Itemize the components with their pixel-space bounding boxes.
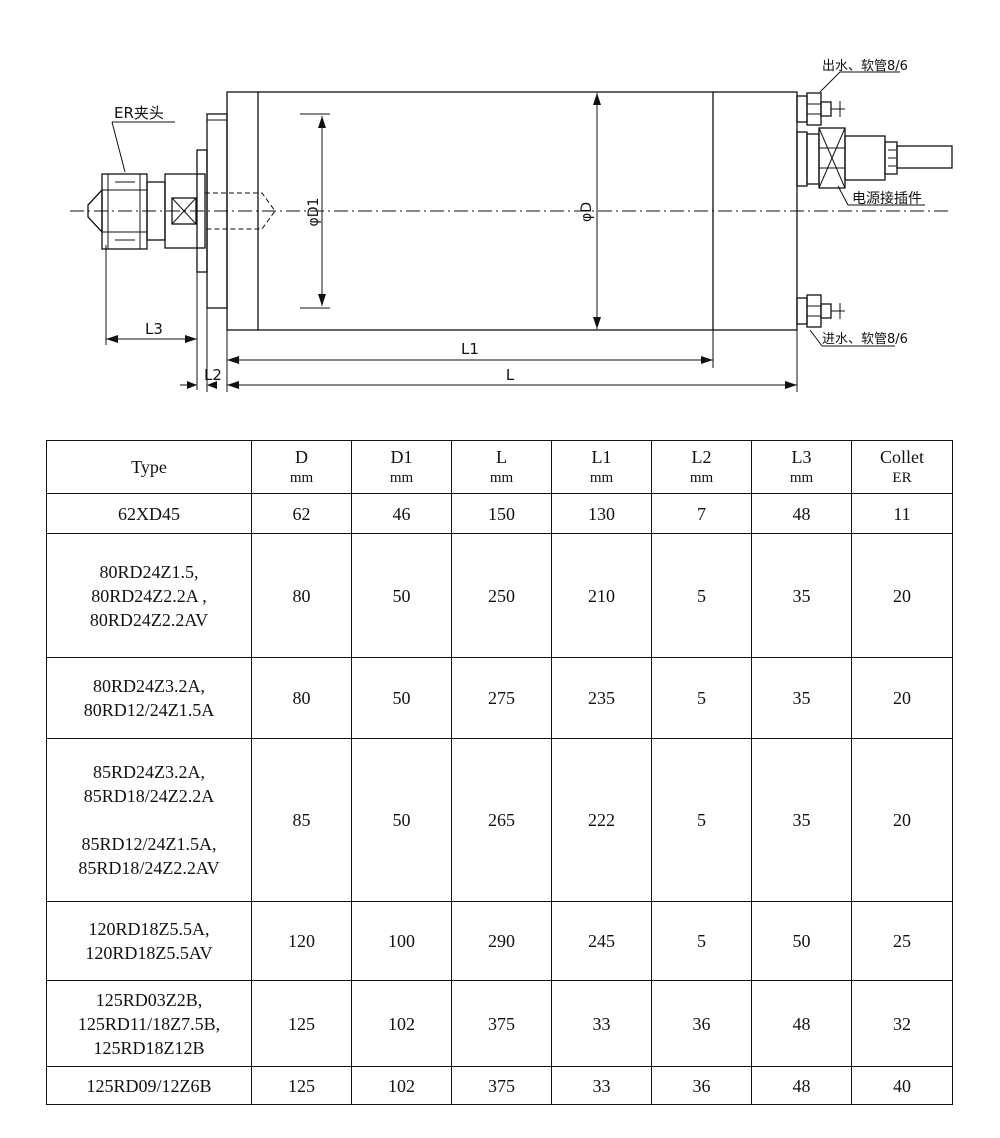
cell-collet: 20 [851, 657, 953, 739]
cell-l1: 245 [551, 901, 652, 981]
cell-l2: 5 [651, 901, 752, 981]
cell-collet: 25 [851, 901, 953, 981]
cell-l3: 48 [751, 980, 852, 1067]
cell-l: 275 [451, 657, 552, 739]
cell-l: 375 [451, 1066, 552, 1105]
spindle-shaft [146, 173, 276, 249]
cell-l: 375 [451, 980, 552, 1067]
dimension-l1: L1 [226, 330, 714, 392]
collet-label: ER夹头 [114, 104, 164, 122]
cell-l1: 33 [551, 980, 652, 1067]
table-row: 85RD24Z3.2A, 85RD18/24Z2.2A 85RD12/24Z1.… [46, 738, 953, 902]
dimension-d: φD [579, 93, 601, 329]
table-row: 120RD18Z5.5A, 120RD18Z5.5AV 120 100 290 … [46, 901, 953, 981]
cell-l1: 235 [551, 657, 652, 739]
spindle-drawing: φD1 φD 出水、软管8/6 进水、软管8/6 [70, 59, 953, 392]
table-row: 80RD24Z3.2A, 80RD12/24Z1.5A 80 50 275 23… [46, 657, 953, 739]
cell-collet: 11 [851, 493, 953, 534]
cell-type: 80RD24Z3.2A, 80RD12/24Z1.5A [46, 657, 252, 739]
dim-l1-label: L1 [461, 340, 479, 358]
cell-l: 290 [451, 901, 552, 981]
cell-l: 250 [451, 533, 552, 658]
cell-d: 62 [251, 493, 352, 534]
cell-d1: 50 [351, 657, 452, 739]
cell-l3: 48 [751, 493, 852, 534]
water-in-fitting [796, 294, 895, 347]
cell-type: 80RD24Z1.5, 80RD24Z2.2A , 80RD24Z2.2AV [46, 533, 252, 658]
cell-l2: 5 [651, 533, 752, 658]
dim-d1-label: φD1 [306, 198, 322, 227]
cell-l: 150 [451, 493, 552, 534]
cell-collet: 40 [851, 1066, 953, 1105]
cell-d: 120 [251, 901, 352, 981]
table-row: 125RD09/12Z6B 125 102 375 33 36 48 40 [46, 1066, 953, 1105]
cell-type: 125RD03Z2B, 125RD11/18Z7.5B, 125RD18Z12B [46, 980, 252, 1067]
dim-l-label: L [506, 366, 515, 384]
cell-l2: 36 [651, 1066, 752, 1105]
cell-type: 120RD18Z5.5A, 120RD18Z5.5AV [46, 901, 252, 981]
cell-d: 85 [251, 738, 352, 902]
water-out-label: 出水、软管8/6 [822, 59, 908, 74]
table-row: 80RD24Z1.5, 80RD24Z2.2A , 80RD24Z2.2AV 8… [46, 533, 953, 658]
cell-d1: 50 [351, 738, 452, 902]
cell-l2: 5 [651, 738, 752, 902]
dimension-l3: L3 [105, 245, 198, 390]
cell-l3: 48 [751, 1066, 852, 1105]
cell-type: 85RD24Z3.2A, 85RD18/24Z2.2A 85RD12/24Z1.… [46, 738, 252, 902]
dim-l3-label: L3 [145, 320, 163, 338]
power-connector [796, 127, 953, 206]
cell-l: 265 [451, 738, 552, 902]
table-row: 125RD03Z2B, 125RD11/18Z7.5B, 125RD18Z12B… [46, 980, 953, 1067]
cell-collet: 20 [851, 738, 953, 902]
cell-l1: 222 [551, 738, 652, 902]
cell-collet: 32 [851, 980, 953, 1067]
cell-l2: 7 [651, 493, 752, 534]
cell-l1: 33 [551, 1066, 652, 1105]
water-out-fitting [796, 71, 900, 126]
table-row: 62XD45 62 46 150 130 7 48 11 [46, 493, 953, 534]
cell-d: 125 [251, 980, 352, 1067]
cell-l3: 35 [751, 657, 852, 739]
cell-type: 125RD09/12Z6B [46, 1066, 252, 1105]
cell-l3: 35 [751, 533, 852, 658]
collet-leader [111, 121, 175, 173]
dimension-l2: L2 [180, 308, 222, 392]
cell-l1: 130 [551, 493, 652, 534]
header-type: Type [46, 440, 252, 494]
water-in-label: 进水、软管8/6 [822, 332, 908, 347]
cell-d: 80 [251, 533, 352, 658]
dim-d-label: φD [579, 202, 595, 222]
cell-d1: 100 [351, 901, 452, 981]
cell-l3: 50 [751, 901, 852, 981]
dimension-d1: φD1 [300, 113, 330, 309]
spindle-body [226, 91, 798, 331]
cell-l3: 35 [751, 738, 852, 902]
cell-d: 80 [251, 657, 352, 739]
cell-l2: 5 [651, 657, 752, 739]
cell-d: 125 [251, 1066, 352, 1105]
power-connector-label: 电源接插件 [852, 190, 922, 207]
cell-d1: 50 [351, 533, 452, 658]
cell-l1: 210 [551, 533, 652, 658]
cell-d1: 46 [351, 493, 452, 534]
dimension-l: L [227, 330, 798, 392]
cell-d1: 102 [351, 1066, 452, 1105]
cell-type: 62XD45 [46, 493, 252, 534]
cell-d1: 102 [351, 980, 452, 1067]
cell-collet: 20 [851, 533, 953, 658]
dim-l2-label: L2 [204, 366, 222, 384]
cell-l2: 36 [651, 980, 752, 1067]
